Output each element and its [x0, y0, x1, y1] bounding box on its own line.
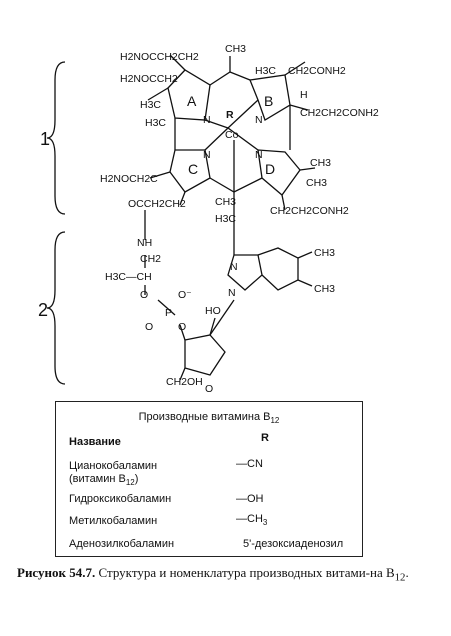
- oxygen-label: O: [145, 321, 153, 333]
- derivatives-table: Производные витамина B12 Название R Циан…: [55, 401, 363, 557]
- methyl-label: H3C: [140, 99, 161, 111]
- column-header-r: R: [261, 432, 269, 444]
- ring-d: [257, 149, 301, 196]
- side-chain-label: H2NOCCH2: [120, 73, 178, 85]
- hydrogen-label: H: [300, 89, 308, 101]
- table-row-r: —OH: [236, 493, 264, 505]
- vitamin-b12-structure: 1 2 A B C D R Co N N N N CH3 H2NOCCH2CH2…: [38, 43, 379, 395]
- table-title: Производные витамина B12: [138, 411, 280, 426]
- table-row-name: Аденозилкобаламин: [69, 538, 175, 550]
- nitrogen-label: N: [255, 114, 263, 126]
- table-row-name: Цианокобаламин (витамин B12): [69, 460, 158, 488]
- ring-b-label: B: [264, 93, 273, 109]
- methyl-label: CH3: [314, 283, 335, 295]
- part-1-label: 1: [40, 129, 50, 149]
- side-chain-label: CH2CH2CONH2: [300, 107, 379, 119]
- oxygen-label: O⁻: [178, 289, 192, 301]
- linker-label: OCCH2CH2: [128, 198, 186, 210]
- linker-label: NH: [137, 237, 152, 249]
- oxygen-label: O: [140, 289, 148, 301]
- ring-d-label: D: [265, 161, 275, 177]
- nitrogen-label: N: [228, 287, 236, 299]
- column-header-name: Название: [69, 436, 121, 448]
- methyl-label: CH3: [306, 177, 327, 189]
- table-row-r: 5'-дезоксиаденозил: [243, 538, 344, 550]
- methyl-label: CH3: [314, 247, 335, 259]
- nitrogen-label: N: [255, 149, 263, 161]
- methyl-label: H3C: [145, 117, 166, 129]
- methyl-label: CH3: [225, 43, 246, 55]
- oxygen-label: O: [205, 383, 213, 395]
- methyl-label: CH3: [215, 196, 236, 208]
- r-group-label: R: [226, 109, 234, 121]
- hydroxyl-label: HO: [205, 305, 221, 317]
- table-row-name: Метилкобаламин: [69, 515, 158, 527]
- phosphorus-label: P: [165, 307, 172, 319]
- ribose-ring: [184, 334, 226, 376]
- figure-caption: Рисунок 54.7. Структура и номенклатура п…: [17, 565, 409, 584]
- methyl-label: H3C: [255, 65, 276, 77]
- nitrogen-label: N: [230, 261, 238, 273]
- linker-label: H3C—CH: [105, 271, 152, 283]
- ring-a-label: A: [187, 93, 197, 109]
- benzimidazole: [227, 254, 263, 291]
- hydroxymethyl-label: CH2OH: [166, 376, 203, 388]
- bracket-part-1: [46, 61, 66, 215]
- table-row-r: —CN: [236, 458, 263, 470]
- linker-label: CH2: [140, 253, 161, 265]
- part-2-label: 2: [38, 300, 48, 320]
- side-chain-label: CH2CONH2: [288, 65, 346, 77]
- ring-c-label: C: [188, 161, 198, 177]
- table-row-name: Гидроксикобаламин: [69, 493, 172, 505]
- methyl-label: CH3: [310, 157, 331, 169]
- methyl-label: H3C: [215, 213, 236, 225]
- oxygen-label: O: [178, 321, 186, 333]
- nitrogen-label: N: [203, 149, 211, 161]
- side-chain-label: CH2CH2CONH2: [270, 205, 349, 217]
- cobalt-label: Co: [225, 129, 239, 141]
- nitrogen-label: N: [203, 114, 211, 126]
- table-row-r: —CH3: [236, 513, 268, 528]
- ring-b: [249, 74, 291, 121]
- side-chain-label: H2NOCCH2CH2: [120, 51, 199, 63]
- ring-a: [167, 69, 211, 121]
- side-chain-label: H2NOCH2C: [100, 173, 158, 185]
- ring-c: [169, 149, 211, 193]
- bracket-part-2: [46, 231, 66, 385]
